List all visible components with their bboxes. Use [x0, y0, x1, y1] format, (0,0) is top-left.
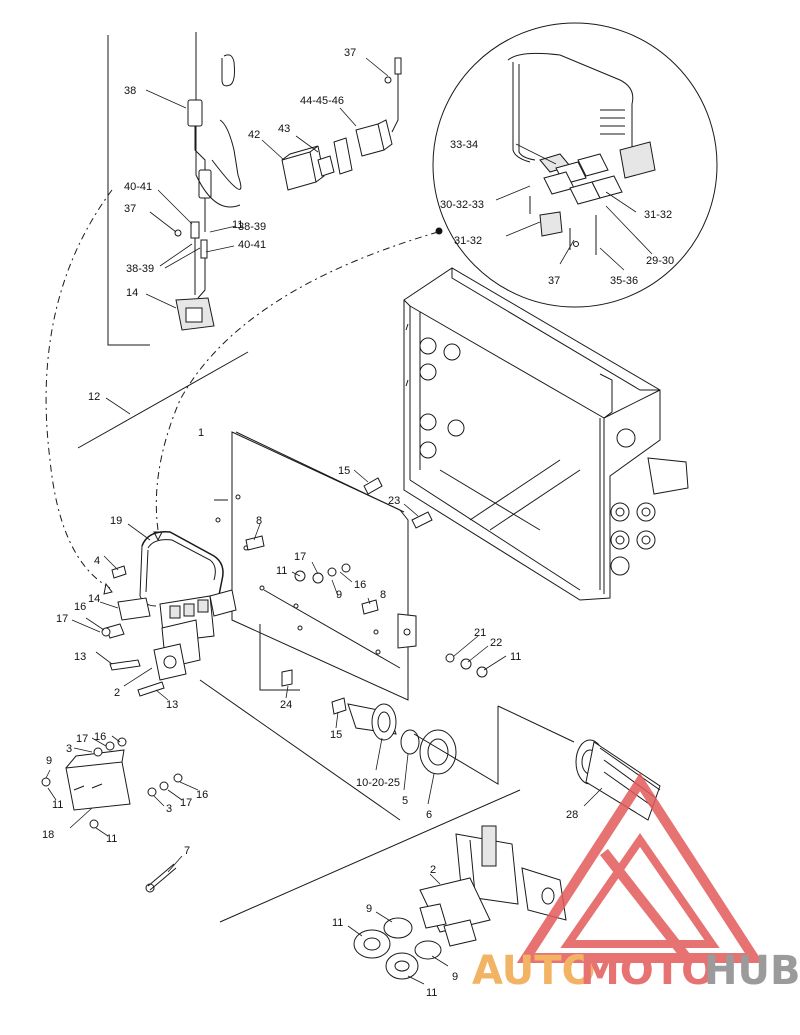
callout-11: 11 [332, 917, 343, 929]
plate-fasteners [245, 469, 507, 729]
connector-cluster [261, 57, 402, 191]
callout-12: 12 [88, 391, 100, 403]
callout-3: 3 [166, 803, 172, 815]
callout-9: 9 [366, 903, 372, 915]
callout-1: 1 [198, 427, 204, 439]
callout-14: 14 [126, 287, 138, 299]
callout-3: 3 [66, 743, 72, 755]
callout-17: 17 [180, 797, 192, 809]
callout-23: 23 [388, 495, 400, 507]
callout-10-20-25: 10-20-25 [356, 777, 400, 789]
callout-labels: 1 2 2 3 3 4 5 6 7 8 8 9 9 9 9 10-20-25 1… [42, 47, 674, 999]
callout-8: 8 [256, 515, 262, 527]
callout-28: 28 [566, 809, 578, 821]
callout-18: 18 [42, 829, 54, 841]
callout-38-39: 38-39 [126, 263, 154, 275]
callout-13: 13 [74, 651, 86, 663]
watermark-moto: MOTO [580, 948, 715, 994]
watermark-triangle-inner [560, 832, 720, 948]
callout-11: 11 [510, 651, 521, 663]
callout-11: 11 [426, 987, 437, 999]
callout-8: 8 [380, 589, 386, 601]
callout-16: 16 [196, 789, 208, 801]
main-housing [403, 267, 689, 601]
callout-16: 16 [354, 579, 366, 591]
callout-24: 24 [280, 699, 292, 711]
callout-15: 15 [338, 465, 350, 477]
callout-38-39: 38-39 [238, 221, 266, 233]
callout-9: 9 [336, 589, 342, 601]
callout-15: 15 [330, 729, 342, 741]
callout-30-32-33: 30-32-33 [440, 199, 484, 211]
automotohub-watermark: AUTO MOTO HUB [472, 772, 800, 994]
callout-17: 17 [294, 551, 306, 563]
callout-33-34: 33-34 [450, 139, 478, 151]
callout-17: 17 [76, 733, 88, 745]
mounting-plate [214, 431, 417, 701]
callout-11: 11 [276, 565, 287, 577]
lower-cover [41, 735, 199, 837]
callout-37: 37 [548, 275, 560, 287]
callout-16: 16 [74, 601, 86, 613]
callout-37: 37 [344, 47, 356, 59]
callout-2: 2 [114, 687, 120, 699]
callout-9: 9 [452, 971, 458, 983]
callout-2: 2 [430, 864, 436, 876]
switch-bracket [71, 555, 201, 701]
callout-19: 19 [110, 515, 122, 527]
callout-21: 21 [474, 627, 486, 639]
callout-16: 16 [94, 731, 106, 743]
watermark-stroke [600, 848, 694, 966]
callout-35-36: 35-36 [610, 275, 638, 287]
callout-13: 13 [166, 699, 178, 711]
callout-40-41: 40-41 [124, 181, 152, 193]
callout-42: 42 [248, 129, 260, 141]
callout-7: 7 [184, 845, 190, 857]
callout-6: 6 [426, 809, 432, 821]
watermark-triangle-outer [516, 772, 764, 963]
callout-11: 11 [52, 799, 63, 811]
callout-40-41: 11 [232, 219, 243, 231]
cotter-pin [145, 855, 183, 893]
watermark-auto: AUTO [472, 948, 596, 994]
terminal-assembly [347, 703, 457, 805]
shaft-part [413, 705, 661, 821]
callout-11: 11 [106, 833, 117, 845]
callout-4: 4 [94, 555, 100, 567]
callout-31-32: 31-32 [454, 235, 482, 247]
callout-9: 9 [46, 755, 52, 767]
callout-43: 43 [278, 123, 290, 135]
wire-harness-inset [107, 32, 242, 346]
callout-17: 17 [56, 613, 68, 625]
callout-14: 14 [88, 593, 100, 605]
watermark-hub: HUB [704, 948, 800, 994]
callout-31-32: 31-32 [644, 209, 672, 221]
callout-37: 37 [124, 203, 136, 215]
callout-29-30: 29-30 [646, 255, 674, 267]
callout-22: 22 [490, 637, 502, 649]
callout-5: 5 [402, 795, 408, 807]
callout-44-45-46: 44-45-46 [300, 95, 344, 107]
relay-detail-inset [432, 22, 718, 308]
callout-40-41: 40-41 [238, 239, 266, 251]
callout-38: 38 [124, 85, 136, 97]
solenoid-assembly [219, 789, 567, 985]
